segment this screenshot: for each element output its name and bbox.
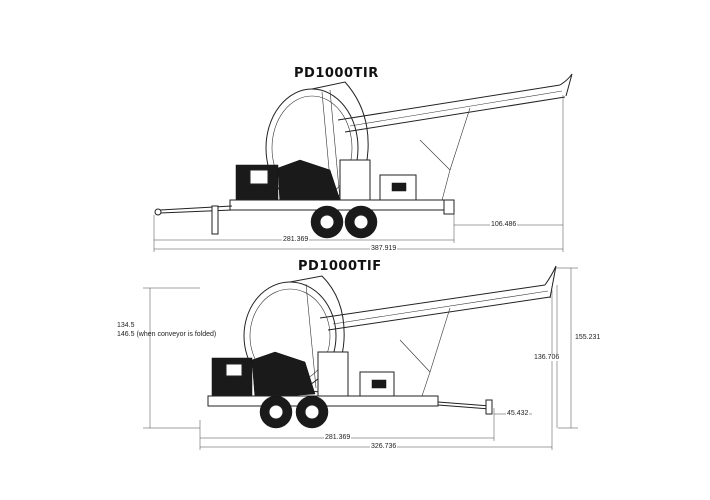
bottom-machine-drawing bbox=[143, 265, 578, 450]
top-machine-drawing bbox=[153, 73, 573, 252]
top-trailer-frame bbox=[154, 199, 455, 235]
top-dim-overall-length: 387.919 bbox=[370, 245, 398, 252]
bottom-dim-height-line1: 134.5 bbox=[117, 322, 135, 329]
top-wheels bbox=[310, 205, 378, 239]
bottom-trailer-frame bbox=[207, 395, 493, 415]
bottom-dim-overall-height: 155.231 bbox=[574, 334, 602, 341]
bottom-machine-title: PD1000TIF bbox=[298, 259, 382, 274]
top-conveyor bbox=[337, 73, 573, 209]
bottom-dim-height-line2: 146.5 (when conveyor is folded) bbox=[117, 331, 217, 338]
bottom-dim-axle-length: 281.369 bbox=[324, 434, 352, 441]
bottom-dim-conveyor-height: 136.706 bbox=[533, 354, 561, 361]
bottom-dim-rear-overhang: 45.432 bbox=[506, 410, 530, 417]
top-dim-axle-length: 281.369 bbox=[282, 236, 310, 243]
bottom-dim-overall-length: 326.736 bbox=[370, 443, 398, 450]
bottom-engine bbox=[211, 351, 395, 401]
top-machine-title: PD1000TIR bbox=[294, 66, 379, 81]
bottom-dimension-lines bbox=[143, 267, 578, 450]
top-dim-conveyor-overhang: 106.486 bbox=[490, 221, 518, 228]
top-engine bbox=[235, 159, 417, 206]
bottom-conveyor bbox=[319, 265, 557, 403]
bottom-wheels bbox=[259, 395, 329, 429]
